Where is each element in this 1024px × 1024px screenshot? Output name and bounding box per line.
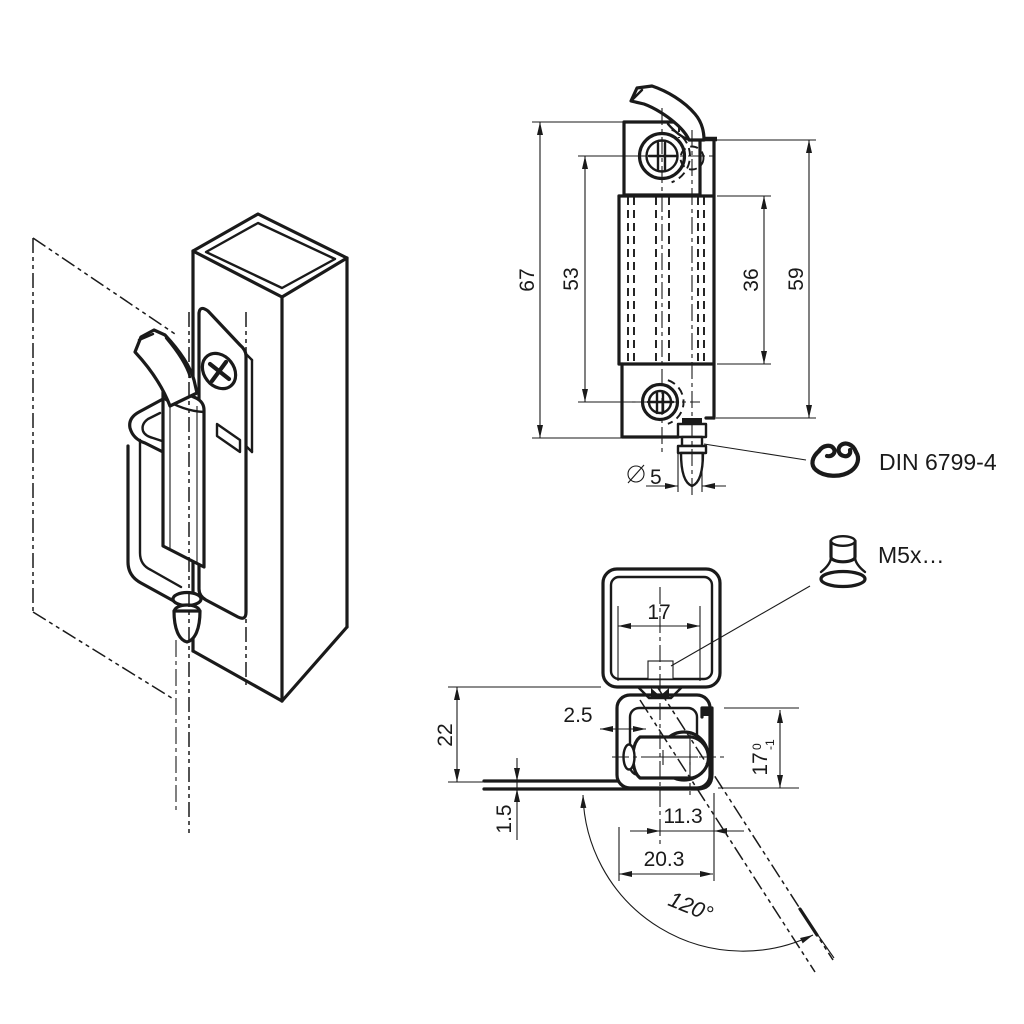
diameter-symbol-icon: [627, 464, 645, 484]
door-leaf-profile: [482, 706, 714, 791]
dim-17-tol-label: 17 0 -1: [749, 739, 777, 776]
tube-opening: [204, 221, 337, 290]
leader-line-retaining-ring: [703, 443, 807, 461]
dim-17-tol-lower: -1: [763, 739, 777, 750]
pin-diameter-label: 5: [627, 464, 662, 489]
leader-line-screw: [670, 585, 811, 667]
dim-36-label: 36: [740, 268, 763, 291]
leaf-channel-loop-inner: [141, 411, 164, 443]
dim-1-5-label: 1.5: [493, 804, 516, 833]
panel-phantom-top-edge: [32, 237, 179, 337]
retaining-ring-label: DIN 6799-4: [879, 449, 997, 475]
center-mark: [656, 750, 698, 765]
lever-chamfer-line: [631, 88, 644, 101]
frame-plate-flange-top: [244, 352, 254, 362]
dim-22-label: 22: [434, 723, 457, 746]
leaf-channel-wall: [126, 444, 183, 607]
dim-17-label: 17: [647, 601, 670, 624]
angle-extension-line: [812, 927, 835, 959]
tube-bottom-left-edge: [191, 649, 284, 703]
lever-curl-line: [666, 122, 689, 141]
phillips-cross-icon: [207, 359, 232, 384]
lever-arm-front: [629, 84, 706, 142]
hidden-boss-arc: [671, 128, 691, 184]
lever-chamfer-line: [137, 332, 155, 342]
leaf-fold-section: [702, 708, 712, 716]
tube-bottom-right-edge: [280, 625, 349, 703]
panel-phantom-bottom-edge: [32, 611, 176, 701]
dim-53-label: 53: [560, 267, 583, 290]
frame-plate-flange-bottom: [244, 444, 254, 454]
dim-67-label: 67: [516, 268, 539, 291]
retaining-ring-icon: [810, 441, 861, 478]
hinge-knuckle-cylinder: [161, 384, 206, 569]
lower-block-outline: [620, 362, 680, 439]
pin-tip: [172, 609, 202, 644]
angle-120-label: 120°: [665, 886, 717, 926]
leaf-channel-wall-inner: [138, 438, 183, 589]
dim-2-5-label: 2.5: [563, 704, 592, 727]
frame-plate-slot: [215, 422, 242, 454]
diameter-symbol-icon: [627, 465, 645, 483]
dim-17-tol-main: 17: [749, 752, 772, 775]
dim-dia5-value: 5: [650, 466, 662, 489]
dim-20-3-label: 20.3: [644, 848, 685, 871]
dim-17-tol-upper: 0: [750, 743, 764, 750]
leaf-channel-loop: [128, 397, 165, 454]
side-view: M5x… 17 22 2.5 1.5 11.3 20.3 17 0 -1: [434, 535, 944, 973]
m5-screw-icon: [819, 535, 867, 589]
lever-inner-line: [164, 336, 192, 379]
front-view: 67 53 36 59 5 DIN 6799-4: [516, 84, 997, 498]
dim-59-label: 59: [785, 267, 808, 290]
isometric-view: [32, 212, 349, 836]
open-leaf-end-cap: [798, 907, 819, 937]
lever-arm: [133, 328, 199, 408]
screw-label: M5x…: [878, 542, 944, 568]
angle-dimension-arc: [580, 794, 814, 952]
dim-11-3-label: 11.3: [663, 805, 702, 828]
